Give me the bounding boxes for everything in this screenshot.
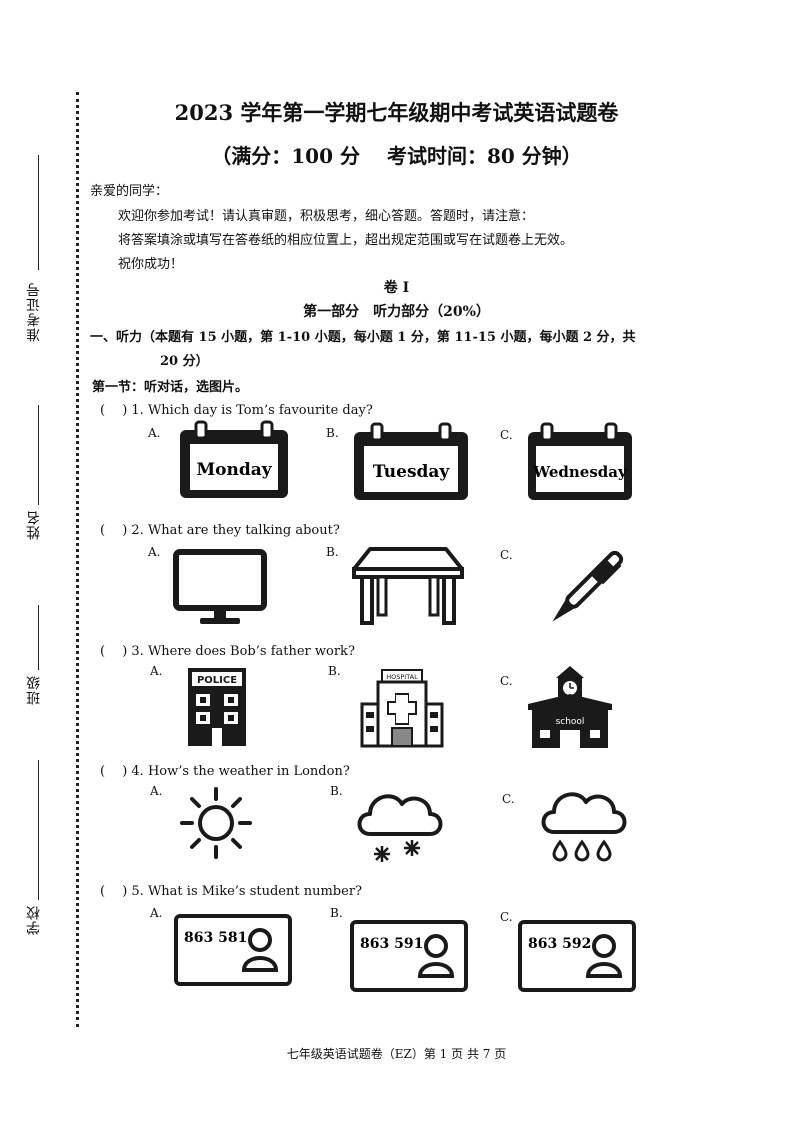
computer-monitor-icon [172,548,268,632]
id-card-icon: 863 581 [174,914,292,986]
hospital-icon: HOSPITAL [360,668,444,752]
q2-option-a-letter: A. [148,545,161,559]
school-icon: school [526,664,614,754]
q3-option-b-letter: B. [328,664,341,678]
question-3-stem: ( ) 3. Where does Bob’s father work? [100,644,355,659]
q3-option-c-letter: C. [500,674,513,688]
q1-option-b-letter: B. [326,426,339,440]
q2-option-b-letter: B. [326,545,339,559]
q4-option-b-letter: B. [330,784,343,798]
school-blank [38,760,39,900]
q2-option-c-letter: C. [500,548,513,562]
q5-option-a-letter: A. [150,906,163,920]
sun-icon [178,785,254,865]
rain-cloud-icon [538,784,630,868]
q1-option-c-calendar: Wednesday [526,422,634,506]
q1-option-a-letter: A. [148,426,161,440]
id-card-icon: 863 591 [350,920,468,992]
question-4-stem: ( ) 4. How’s the weather in London? [100,764,350,779]
q5-option-a-text: 863 581 [184,930,247,946]
subsection-heading: 第一节：听对话，选图片。 [92,380,249,395]
intro-line-3: 祝你成功！ [118,257,184,272]
class-label: 班级 [26,675,42,705]
name-label: 姓名 [26,510,42,540]
q4-option-c-letter: C. [502,792,515,806]
intro-line-1: 欢迎你参加考试！请认真审题，积极思考，细心答题。答题时，请注意： [118,209,535,224]
id-card-icon: 863 592 [518,920,636,992]
name-blank [38,405,39,505]
q5-option-c-text: 863 592 [528,936,591,952]
q5-option-c-card: 863 592 [518,920,636,996]
police-station-icon: POLICE [188,668,246,750]
school-label: 学校 [26,905,42,935]
question-1-stem: ( ) 1. Which day is Tom’s favourite day? [100,403,373,418]
exam-title: 2023 学年第一学期七年级期中考试英语试题卷 [174,100,619,125]
q5-option-c-letter: C. [500,910,513,924]
question-2-stem: ( ) 2. What are they talking about? [100,523,340,538]
q3-option-a-letter: A. [150,664,163,678]
q1-option-b-text: Tuesday [373,462,451,482]
binding-dotted-line [76,92,79,1027]
desk-icon [350,545,466,633]
q1-option-c-letter: C. [500,428,513,442]
calendar-icon: Wednesday [528,422,632,500]
question-5-stem: ( ) 5. What is Mike’s student number? [100,884,363,899]
intro-line-2: 将答案填涂或填写在答卷纸的相应位置上，超出规定范围或写在试题卷上无效。 [118,233,574,248]
exam-number-blank [38,155,39,270]
q3-option-b-text: HOSPITAL [386,673,418,681]
q4-option-a-letter: A. [150,784,163,798]
q5-option-a-card: 863 581 [174,914,292,990]
greeting: 亲爱的同学： [90,184,169,199]
volume-label: 卷 I [383,280,410,296]
exam-subtitle: （满分：100 分 考试时间：80 分钟） [211,144,582,168]
q1-option-a-calendar: Monday [178,420,290,504]
listening-instruction-1: 一、听力（本题有 15 小题，第 1-10 小题，每小题 1 分，第 11-15… [90,330,636,345]
calendar-icon: Monday [180,420,288,498]
q5-option-b-card: 863 591 [350,920,468,996]
q3-option-c-text: school [556,717,585,727]
pen-icon [543,545,627,637]
q3-option-a-text: POLICE [197,675,237,686]
calendar-icon: Tuesday [354,422,468,500]
q5-option-b-text: 863 591 [360,936,423,952]
q1-option-b-calendar: Tuesday [352,422,470,506]
section-heading: 第一部分 听力部分（20%） [303,304,490,320]
q5-option-b-letter: B. [330,906,343,920]
listening-instruction-2: 20 分） [160,354,209,369]
q1-option-c-text: Wednesday [532,463,628,481]
snow-cloud-icon [354,784,446,872]
page-footer: 七年级英语试题卷（EZ）第 1 页 共 7 页 [286,1047,507,1061]
class-blank [38,605,39,670]
q1-option-a-text: Monday [196,460,272,480]
